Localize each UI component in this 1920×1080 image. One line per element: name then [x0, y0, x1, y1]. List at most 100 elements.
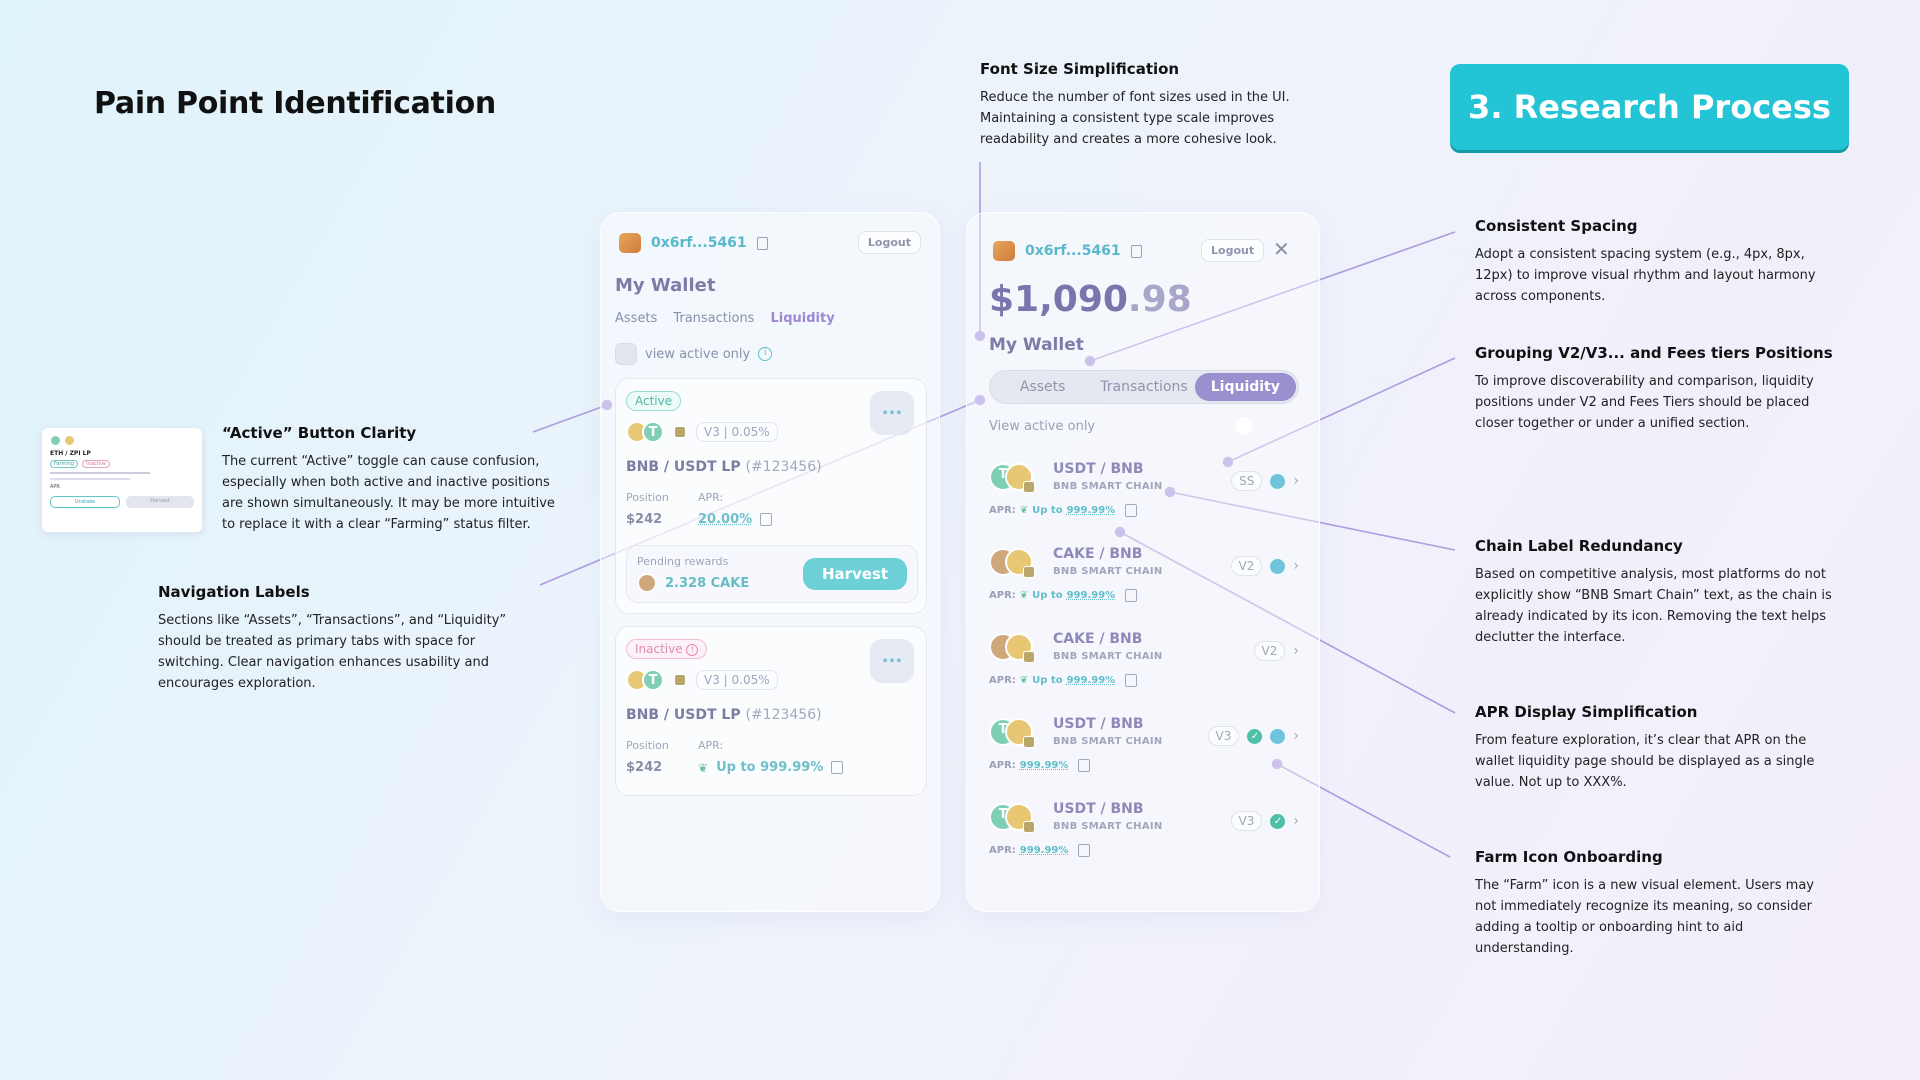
chevron-right-icon[interactable]: › — [1293, 473, 1299, 489]
apr-prefix: Up to — [1032, 505, 1063, 516]
thumbnail-card: ETH / ZPI LP Farming Inactive APR Unstak… — [42, 428, 202, 532]
liquidity-row[interactable]: CAKE / BNB BNB SMART CHAIN APR: ❦Up to 9… — [989, 631, 1305, 716]
note-grouping: Grouping V2/V3... and Fees tiers Positio… — [1475, 344, 1835, 434]
position-value: $242 — [626, 512, 663, 527]
wallet-address: 0x6rf...5461 — [651, 235, 747, 251]
more-menu-button[interactable]: ... — [870, 639, 914, 683]
wallet-title: My Wallet — [989, 335, 1084, 355]
note-body: To improve discoverability and compariso… — [1475, 374, 1814, 431]
wallet-address: 0x6rf...5461 — [1025, 243, 1121, 259]
row-chain: BNB SMART CHAIN — [1053, 481, 1163, 492]
fox-icon — [619, 233, 641, 253]
check-icon: ✓ — [1247, 728, 1263, 744]
note-title: APR Display Simplification — [1475, 703, 1698, 721]
info-icon[interactable]: i — [758, 347, 773, 361]
calculator-icon[interactable] — [1125, 589, 1138, 602]
row-chain: BNB SMART CHAIN — [1053, 651, 1163, 662]
check-icon: ✓ — [1270, 813, 1286, 829]
tab-liquidity[interactable]: Liquidity — [1194, 373, 1296, 401]
row-pair: USDT / BNB — [1053, 801, 1144, 817]
version-pill: V2 — [1253, 641, 1286, 661]
calculator-icon[interactable] — [1078, 759, 1091, 772]
usdt-token-icon: T — [642, 421, 664, 443]
note-body: Sections like “Assets”, “Transactions”, … — [158, 613, 507, 691]
pair-name: BNB / USDT LP — [626, 707, 741, 723]
active-only-checkbox[interactable] — [615, 343, 637, 365]
apr-label: APR: — [989, 505, 1016, 516]
liquidity-row[interactable]: T USDT / BNB BNB SMART CHAIN APR: ❦Up to… — [989, 461, 1305, 546]
calculator-icon[interactable] — [1125, 674, 1138, 687]
pair-name: BNB / USDT LP — [626, 459, 741, 475]
leaf-icon: ❦ — [1019, 505, 1029, 516]
position-card-active[interactable]: Active ... T V3 | 0.05% BNB / USDT LP (#… — [615, 378, 927, 614]
fox-icon — [993, 241, 1015, 261]
thumbnail-apr: APR — [50, 484, 60, 490]
leaf-icon: ❦ — [698, 760, 709, 775]
close-icon[interactable]: ✕ — [1273, 237, 1290, 261]
section-badge: 3. Research Process — [1450, 64, 1849, 150]
apr-label: APR: — [698, 739, 724, 752]
liquidity-list: T USDT / BNB BNB SMART CHAIN APR: ❦Up to… — [989, 461, 1305, 886]
liquidity-row[interactable]: T USDT / BNB BNB SMART CHAIN APR: 999.99… — [989, 801, 1305, 886]
chain-icon — [674, 426, 686, 438]
status-badge-inactive[interactable]: Inactive ! — [626, 639, 708, 659]
thumbnail-unstake-button: Unstake — [50, 496, 120, 508]
position-card-inactive[interactable]: Inactive ! ... T V3 | 0.05% BNB / USDT L… — [615, 626, 927, 796]
tab-assets[interactable]: Assets — [615, 311, 658, 326]
chevron-right-icon[interactable]: › — [1293, 813, 1299, 829]
farm-icon[interactable] — [1270, 558, 1286, 574]
tab-transactions[interactable]: Transactions — [1100, 379, 1188, 395]
note-body: Reduce the number of font sizes used in … — [980, 90, 1290, 147]
leaf-icon: ❦ — [1019, 675, 1029, 686]
chain-icon — [1023, 736, 1035, 748]
note-apr-display: APR Display Simplification From feature … — [1475, 703, 1835, 793]
new-wallet-card: 0x6rf...5461 Logout ✕ $1,090.98 My Walle… — [966, 212, 1320, 912]
tier-pill: V3 | 0.05% — [696, 422, 778, 442]
status-label: Inactive — [635, 642, 683, 656]
farm-icon[interactable] — [1270, 728, 1286, 744]
apr-label: APR: — [989, 675, 1016, 686]
farm-icon[interactable] — [1270, 473, 1286, 489]
chevron-right-icon[interactable]: › — [1293, 643, 1299, 659]
note-consistent-spacing: Consistent Spacing Adopt a consistent sp… — [1475, 217, 1835, 307]
liquidity-row[interactable]: T USDT / BNB BNB SMART CHAIN APR: 999.99… — [989, 716, 1305, 801]
calculator-icon[interactable] — [1125, 504, 1138, 517]
logout-button[interactable]: Logout — [857, 231, 921, 254]
note-title: Font Size Simplification — [980, 60, 1180, 78]
version-pill: V3 — [1207, 726, 1240, 746]
thumbnail-harvest-button: Harvest — [126, 496, 194, 508]
tab-liquidity[interactable]: Liquidity — [770, 311, 835, 326]
pending-value: 2.328 CAKE — [665, 575, 750, 591]
token-icon — [64, 435, 75, 446]
tab-assets[interactable]: Assets — [1019, 379, 1066, 395]
position-value: $242 — [626, 760, 663, 775]
note-title: Consistent Spacing — [1475, 217, 1638, 235]
apr-value: 999.99% — [1066, 590, 1116, 601]
apr-value: 999.99% — [1066, 675, 1116, 686]
pending-rewards-box: Pending rewards 2.328 CAKE Harvest — [626, 545, 918, 603]
apr-value: Up to 999.99% — [716, 760, 824, 775]
chain-icon — [1023, 651, 1035, 663]
tab-transactions[interactable]: Transactions — [673, 311, 755, 326]
calculator-icon[interactable] — [1078, 844, 1091, 857]
more-menu-button[interactable]: ... — [870, 391, 914, 435]
filter-label: View active only — [989, 419, 1096, 434]
copy-icon[interactable] — [1130, 244, 1142, 258]
chevron-right-icon[interactable]: › — [1293, 558, 1299, 574]
version-pill: V2 — [1230, 556, 1263, 576]
row-chain: BNB SMART CHAIN — [1053, 736, 1163, 747]
harvest-button[interactable]: Harvest — [803, 558, 907, 590]
thumbnail-tag-farming: Farming — [50, 460, 79, 468]
liquidity-row[interactable]: CAKE / BNB BNB SMART CHAIN APR: ❦Up to 9… — [989, 546, 1305, 631]
apr-label: APR: — [989, 845, 1016, 856]
calculator-icon[interactable] — [831, 761, 844, 774]
status-badge-active[interactable]: Active — [626, 391, 682, 411]
chevron-right-icon[interactable]: › — [1293, 728, 1299, 744]
logout-button[interactable]: Logout — [1201, 239, 1265, 262]
chain-icon — [1023, 566, 1035, 578]
thumbnail-pair: ETH / ZPI LP — [50, 450, 91, 457]
wallet-title: My Wallet — [615, 275, 716, 296]
copy-icon[interactable] — [756, 236, 768, 250]
calculator-icon[interactable] — [760, 513, 773, 526]
note-body: Based on competitive analysis, most plat… — [1475, 567, 1832, 645]
